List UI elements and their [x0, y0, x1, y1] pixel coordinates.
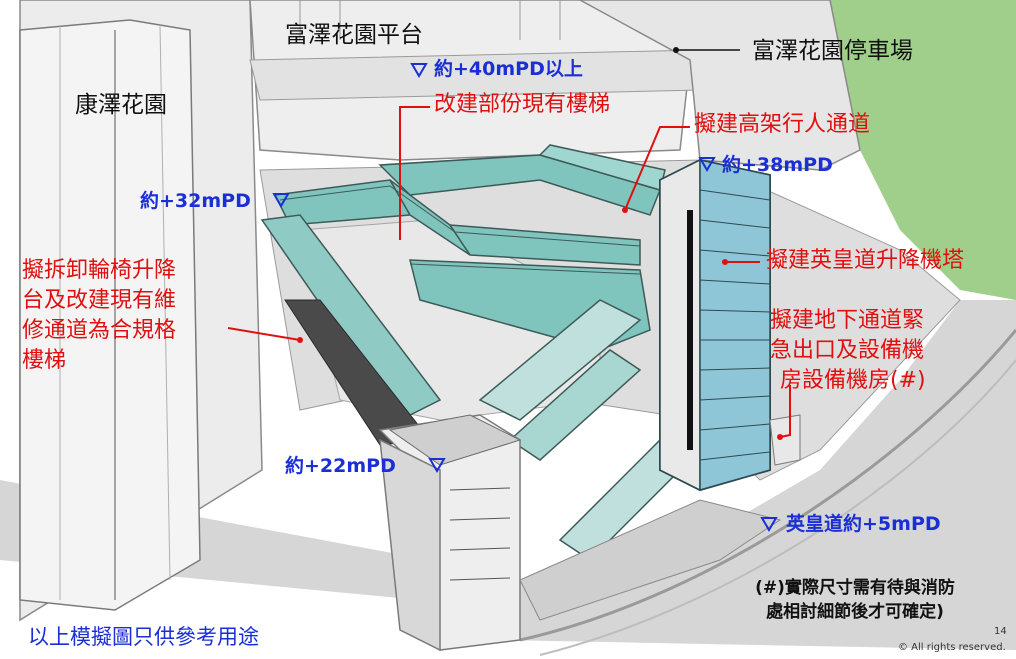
- subway-label-line3: 房設備機房(#): [780, 368, 926, 393]
- proposed-walkway-label: 擬建高架行人通道: [694, 112, 871, 137]
- left-tower-front: [19, 19, 201, 611]
- footway: [519, 499, 782, 621]
- demolish-label-line3: 修通道為合規格: [22, 318, 177, 343]
- demolish-leader: [227, 327, 301, 341]
- emergency-exit-box: [769, 414, 801, 466]
- level-22-marker-icon: [428, 458, 446, 473]
- fu-carpark-label: 富澤花園停車場: [752, 38, 913, 64]
- road-curve: [519, 329, 1016, 642]
- elevated-walkway: [273, 144, 666, 351]
- disclaimer: 以上模擬圖只供參考用途: [28, 625, 259, 649]
- demolish-label-line2: 台及改建現有維: [22, 288, 177, 313]
- level-5-marker-icon: [760, 517, 778, 532]
- modify-stairs-leader: [399, 106, 430, 240]
- fu-platform-label: 富澤花園平台: [285, 22, 423, 48]
- subway-label-line1: 擬建地下通道緊: [770, 308, 925, 333]
- lift-dot: [722, 259, 728, 265]
- lower-structure: [378, 414, 522, 652]
- level-38-marker-icon: [698, 157, 716, 172]
- green-slope: [820, 0, 1016, 300]
- central-stairs: [478, 299, 692, 561]
- subway-leader: [779, 385, 791, 438]
- level-40-marker-icon: [410, 63, 428, 78]
- demolish-label-line4: 樓梯: [22, 348, 67, 373]
- walkway-leader: [624, 126, 690, 211]
- lift-tower-label: 擬建英皇道升降機塔: [766, 248, 965, 273]
- subway-label-line2: 急出口及設備機: [770, 338, 925, 363]
- fire-services-note-line2: 處相討細節後才可確定): [766, 602, 944, 622]
- copyright: © All rights reserved.: [898, 642, 1006, 653]
- kwong-garden-label: 康澤花園: [75, 92, 167, 118]
- subway-dot: [777, 434, 783, 440]
- modify-stairs-label: 改建部份現有樓梯: [434, 92, 611, 117]
- page-number: 14: [994, 626, 1007, 637]
- lift-tower: [659, 158, 771, 492]
- demolish-label-line1: 擬拆卸輪椅升降: [22, 258, 177, 283]
- carpark-building: [579, 0, 861, 171]
- walkway-dot: [622, 207, 628, 213]
- left-staircase: [260, 214, 442, 446]
- fire-services-note-line1: (#)實際尺寸需有待與消防: [755, 578, 955, 598]
- level-32-label: 約+32mPD: [140, 190, 251, 212]
- level-32-marker-icon: [272, 193, 290, 208]
- ground-area: [0, 300, 1016, 650]
- carpark-dot: [673, 47, 679, 53]
- level-40-label: 約+40mPD以上: [434, 58, 583, 80]
- level-38-label: 約+38mPD: [722, 154, 833, 176]
- level-22-label: 約+22mPD: [285, 455, 396, 477]
- level-5-label: 英皇道約+5mPD: [786, 513, 941, 535]
- demolish-dot: [297, 337, 303, 343]
